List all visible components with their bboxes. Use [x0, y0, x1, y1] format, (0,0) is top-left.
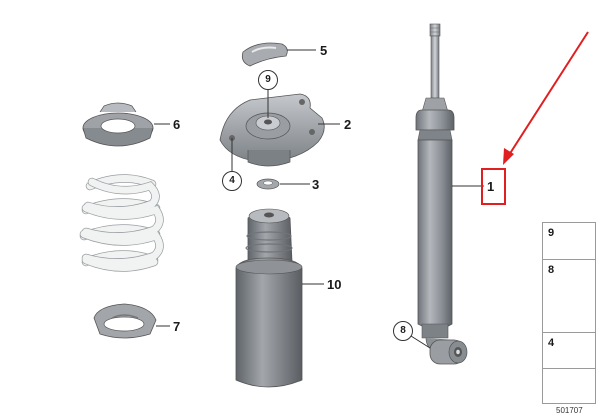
- callout-6: 6: [173, 117, 181, 132]
- callout-7: 7: [173, 319, 181, 334]
- part-10-dust-boot: [235, 208, 324, 388]
- highlight-box: [481, 168, 506, 205]
- callout-2: 2: [344, 117, 352, 132]
- callout-10: 10: [327, 277, 342, 292]
- part-1-shock-absorber: [410, 23, 484, 365]
- callout-3: 3: [312, 177, 320, 192]
- legend-number: 4: [548, 337, 555, 349]
- legend-cell-screw: 4: [543, 333, 595, 369]
- callout-8: 8: [393, 321, 413, 341]
- part-5-cap: [241, 42, 316, 67]
- part-6-upper-spring-pad: [82, 102, 170, 147]
- part-3-washer: [256, 178, 310, 190]
- callout-1: 1: [487, 179, 495, 194]
- legend-number: 8: [548, 264, 555, 276]
- legend-cell-nut: 9: [543, 223, 595, 260]
- coil-spring: [79, 174, 164, 272]
- callout-4: 4: [222, 171, 242, 191]
- part-7-lower-spring-pad: [93, 303, 170, 339]
- legend-number: 9: [548, 227, 555, 239]
- part-2-top-mount: [219, 88, 340, 172]
- shock-eye-bushing: [429, 339, 468, 365]
- fastener-legend: 9 8 4: [542, 222, 596, 404]
- legend-cell-bolt: 8: [543, 260, 595, 333]
- callout-9: 9: [258, 70, 278, 90]
- callout-5: 5: [320, 43, 328, 58]
- diagram-number: 501707: [556, 406, 583, 415]
- red-arrow: [503, 31, 589, 165]
